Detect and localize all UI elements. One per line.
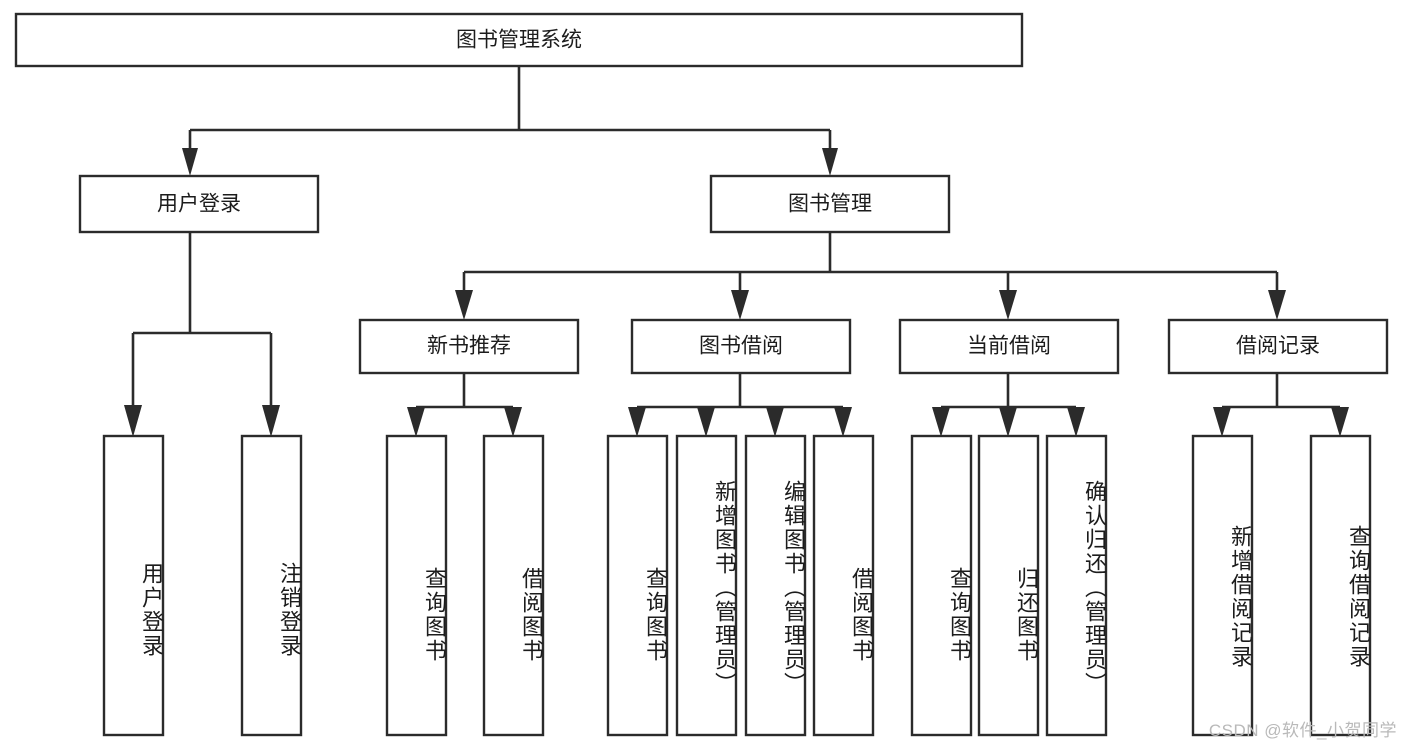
arrow-bb-child2 bbox=[697, 407, 715, 437]
arrow-nb-child2 bbox=[504, 407, 522, 437]
node-book-manage-box[interactable] bbox=[709, 174, 951, 234]
arrow-bm-to-new-book bbox=[455, 290, 473, 320]
connector-group-user-login bbox=[124, 232, 280, 437]
arrow-br-child1 bbox=[1213, 407, 1231, 437]
leaf-box-borrow-record-2[interactable] bbox=[1309, 434, 1372, 737]
csdn-watermark: CSDN @软件_小贺同学 bbox=[1208, 721, 1397, 740]
arrow-bm-to-borrow-record bbox=[1268, 290, 1286, 320]
arrow-root-to-user-login bbox=[182, 148, 198, 176]
leaf-box-current-borrow-3[interactable] bbox=[1045, 434, 1108, 737]
node-current-borrow-box[interactable] bbox=[898, 318, 1120, 375]
arrow-nb-child1 bbox=[407, 407, 425, 437]
arrow-cb-child1 bbox=[932, 407, 950, 437]
leaf-box-current-borrow-1[interactable] bbox=[910, 434, 973, 737]
leaf-box-book-borrow-2[interactable] bbox=[675, 434, 738, 737]
node-current-borrow-label: 当前借阅 bbox=[967, 335, 1051, 358]
arrow-cb-child2 bbox=[999, 407, 1017, 437]
arrow-br-child2 bbox=[1331, 407, 1349, 437]
node-book-manage-label: 图书管理 bbox=[788, 193, 872, 216]
arrow-user-login-child2 bbox=[262, 405, 280, 437]
connector-group-root bbox=[182, 66, 838, 176]
leaf-box-book-borrow-3[interactable] bbox=[744, 434, 807, 737]
node-root-box[interactable] bbox=[14, 12, 1024, 68]
leaf-box-new-book-1[interactable] bbox=[385, 434, 448, 737]
connector-group-new-book bbox=[407, 373, 522, 437]
connector-group-book-manage bbox=[455, 232, 1286, 320]
node-borrow-record-box[interactable] bbox=[1167, 318, 1389, 375]
node-book-borrow-label: 图书借阅 bbox=[699, 335, 783, 358]
connector-group-book-borrow bbox=[628, 373, 852, 437]
arrow-root-to-book-manage bbox=[822, 148, 838, 176]
node-user-login-box[interactable] bbox=[78, 174, 320, 234]
arrow-bb-child1 bbox=[628, 407, 646, 437]
arrow-bm-to-current-borrow bbox=[999, 290, 1017, 320]
arrow-bb-child3 bbox=[766, 407, 784, 437]
node-new-book-label: 新书推荐 bbox=[427, 335, 511, 358]
arrow-cb-child3 bbox=[1067, 407, 1085, 437]
connector-group-borrow-record bbox=[1213, 373, 1349, 437]
arrow-user-login-child1 bbox=[124, 405, 142, 437]
leaf-box-book-borrow-4[interactable] bbox=[812, 434, 875, 737]
leaf-box-user-login-2[interactable] bbox=[240, 434, 303, 737]
leaf-box-new-book-2[interactable] bbox=[482, 434, 545, 737]
node-book-borrow-box[interactable] bbox=[630, 318, 852, 375]
connector-group-current-borrow bbox=[932, 373, 1085, 437]
leaf-box-user-login-1[interactable] bbox=[102, 434, 165, 737]
node-new-book-box[interactable] bbox=[358, 318, 580, 375]
node-borrow-record-label: 借阅记录 bbox=[1236, 335, 1320, 358]
leaf-box-borrow-record-1[interactable] bbox=[1191, 434, 1254, 737]
leaf-box-current-borrow-2[interactable] bbox=[977, 434, 1040, 737]
arrow-bb-child4 bbox=[834, 407, 852, 437]
node-root-label: 图书管理系统 bbox=[456, 29, 582, 52]
arrow-bm-to-book-borrow bbox=[731, 290, 749, 320]
node-user-login-label: 用户登录 bbox=[157, 193, 241, 216]
leaf-box-book-borrow-1[interactable] bbox=[606, 434, 669, 737]
